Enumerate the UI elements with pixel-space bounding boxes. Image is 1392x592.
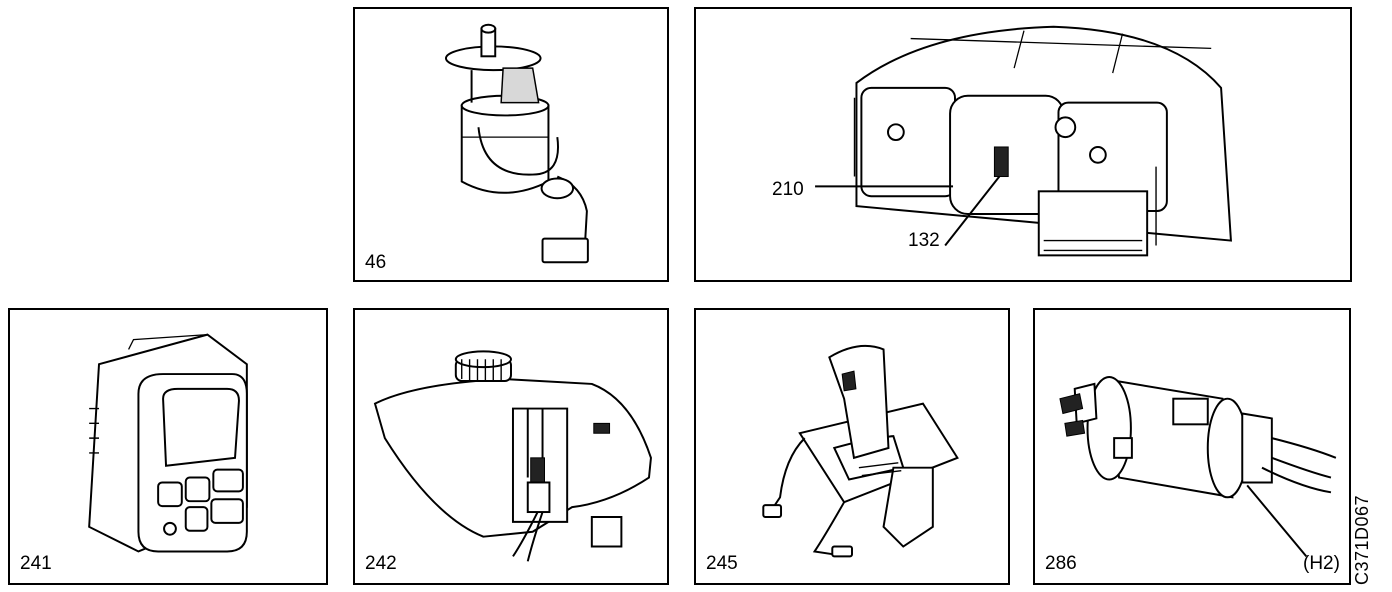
panel-washer-tank: 242 xyxy=(353,308,669,585)
callout-h2: (H2) xyxy=(1303,553,1340,574)
panel-label: 286 xyxy=(1045,553,1077,574)
callout-132: 132 xyxy=(908,230,940,251)
washer-tank-icon xyxy=(373,350,652,562)
gear-selector-icon xyxy=(762,344,959,558)
panel-fuel-pump: 46 xyxy=(353,7,669,282)
panel-gear-selector: 245 xyxy=(694,308,1010,585)
panel-control-panel: 241 xyxy=(8,308,328,585)
panel-label: 241 xyxy=(20,553,52,574)
panel-label: 242 xyxy=(365,553,397,574)
panel-label: 245 xyxy=(706,553,738,574)
reference-code: C371D067 xyxy=(1352,494,1372,585)
instrument-cluster-icon xyxy=(815,25,1232,257)
control-panel-icon xyxy=(88,333,248,553)
callout-210: 210 xyxy=(772,179,804,200)
panel-instrument-cluster: 210 132 xyxy=(694,7,1352,282)
connector-icon xyxy=(1059,376,1337,558)
fuel-pump-icon xyxy=(444,23,589,264)
panel-label: 46 xyxy=(365,252,387,273)
panel-connector: 286 (H2) xyxy=(1033,308,1351,585)
